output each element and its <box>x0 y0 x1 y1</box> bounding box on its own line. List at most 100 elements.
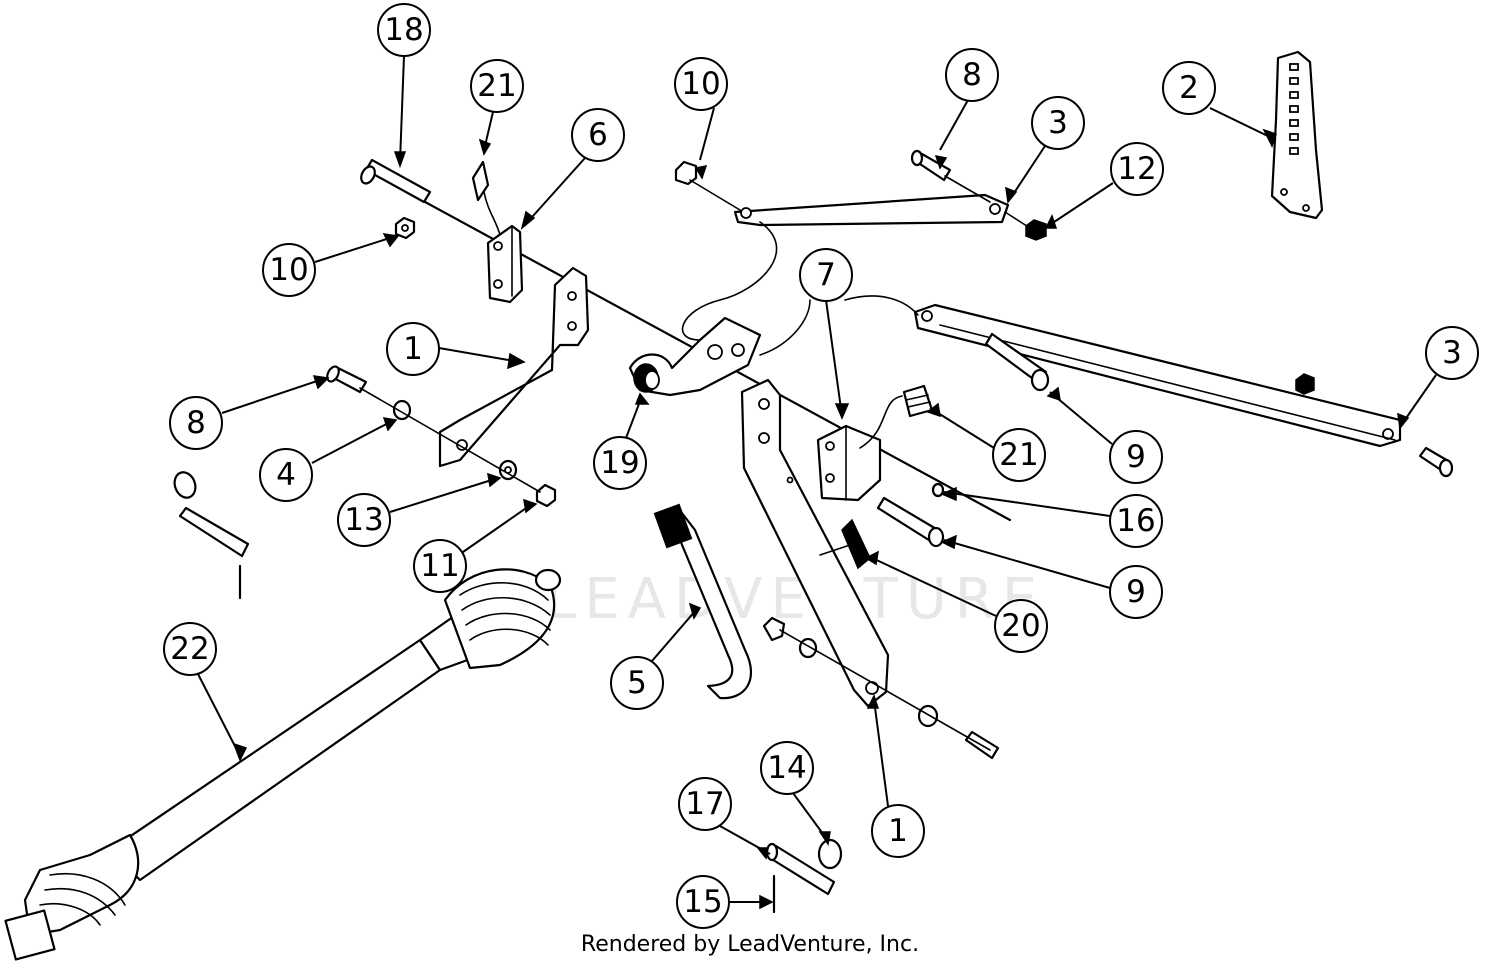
callout-number: 8 <box>186 405 206 441</box>
callout-circle <box>945 48 999 102</box>
callout-number: 4 <box>276 457 296 493</box>
callout-number: 3 <box>1048 105 1068 141</box>
callout-10: 10 <box>674 57 728 111</box>
watermark-text: LEADVENTURE <box>545 567 1045 632</box>
part-9-pin-lower <box>876 496 945 548</box>
part-1-right-arm <box>740 378 890 708</box>
callout-circle <box>1031 96 1085 150</box>
callout-circle <box>337 493 391 547</box>
callout-circle <box>799 248 853 302</box>
callout-21: 21 <box>470 59 524 113</box>
part-19-yoke <box>628 316 762 397</box>
callout-circle <box>163 622 217 676</box>
callout-number: 18 <box>384 12 423 48</box>
callout-number: 6 <box>588 117 608 153</box>
callout-circle <box>676 875 730 929</box>
callout-circle <box>994 599 1048 653</box>
callout-circle <box>1162 61 1216 115</box>
yoke-leader-curve <box>759 299 811 356</box>
callout-20: 20 <box>994 599 1048 653</box>
part-8-bolt-left <box>326 365 368 394</box>
callout-10: 10 <box>262 243 316 297</box>
callout-14: 14 <box>760 741 814 795</box>
callout-circle <box>259 448 313 502</box>
part-2-plate <box>1270 50 1324 220</box>
callout-19: 19 <box>593 436 647 490</box>
callout-1: 1 <box>871 804 925 858</box>
callout-9: 9 <box>1109 565 1163 619</box>
callout-circle <box>413 539 467 593</box>
callout-circle <box>377 3 431 57</box>
callout-number: 1 <box>403 331 423 367</box>
part-1-left-arm <box>438 266 590 468</box>
long-link-leader-curve <box>844 295 919 316</box>
part-8-bolt-top <box>910 149 991 203</box>
callout-8: 8 <box>169 396 223 450</box>
main-shaft-axis <box>368 170 1012 522</box>
callout-circle <box>992 428 1046 482</box>
part-22-pto-shaft <box>4 568 562 961</box>
callout-15: 15 <box>676 875 730 929</box>
part-21-clip-top <box>471 160 501 236</box>
callout-number: 21 <box>999 437 1038 473</box>
callout-9: 9 <box>1109 430 1163 484</box>
callout-number: 3 <box>1442 335 1462 371</box>
callout-number: 16 <box>1116 503 1155 539</box>
callout-4: 4 <box>259 448 313 502</box>
part-3-link-top <box>733 193 1010 227</box>
callout-circle <box>1109 494 1163 548</box>
callout-circle <box>1110 142 1164 196</box>
callout-number: 13 <box>344 502 383 538</box>
callout-2: 2 <box>1162 61 1216 115</box>
callout-circle <box>871 804 925 858</box>
callout-circle <box>678 777 732 831</box>
callout-16: 16 <box>1109 494 1163 548</box>
callout-7: 7 <box>799 248 853 302</box>
callout-3: 3 <box>1425 326 1479 380</box>
callout-circle <box>760 741 814 795</box>
callout-number: 17 <box>685 786 724 822</box>
long-link-nut <box>1295 373 1315 395</box>
part-21-clip-right <box>859 384 934 449</box>
callout-number: 7 <box>816 257 836 293</box>
callout-circle <box>571 108 625 162</box>
callout-13: 13 <box>337 493 391 547</box>
callout-circle <box>593 436 647 490</box>
callout-8: 8 <box>945 48 999 102</box>
part-5-hook <box>653 503 753 700</box>
part-7-bracket <box>816 424 882 502</box>
callout-circle <box>169 396 223 450</box>
callout-number: 2 <box>1179 70 1199 106</box>
callout-21: 21 <box>992 428 1046 482</box>
callout-17: 17 <box>678 777 732 831</box>
callout-number: 22 <box>170 631 209 667</box>
callout-3: 3 <box>1031 96 1085 150</box>
callout-number: 14 <box>767 750 806 786</box>
callout-number: 9 <box>1126 574 1146 610</box>
lynch-pin-left <box>173 471 250 600</box>
callout-circle <box>386 322 440 376</box>
callout-5: 5 <box>610 656 664 710</box>
long-link-bolt <box>1418 446 1454 478</box>
callout-circle <box>1109 430 1163 484</box>
callout-circle <box>262 243 316 297</box>
part-10-nut-top <box>674 160 741 211</box>
top-link-leader-curve <box>681 221 778 341</box>
callout-number: 12 <box>1117 151 1156 187</box>
callout-circle <box>610 656 664 710</box>
part-3-link-long <box>913 303 1402 448</box>
callout-1: 1 <box>386 322 440 376</box>
callout-number: 10 <box>269 252 308 288</box>
callout-number: 11 <box>420 548 459 584</box>
footer-credit: Rendered by LeadVenture, Inc. <box>580 932 920 957</box>
callout-18: 18 <box>377 3 431 57</box>
part-16-pin-clip <box>931 482 945 498</box>
callout-number: 1 <box>888 813 908 849</box>
callout-circle <box>470 59 524 113</box>
leader-lines <box>197 55 1437 903</box>
callout-number: 8 <box>962 57 982 93</box>
callout-22: 22 <box>163 622 217 676</box>
part-11-nut <box>535 483 557 508</box>
